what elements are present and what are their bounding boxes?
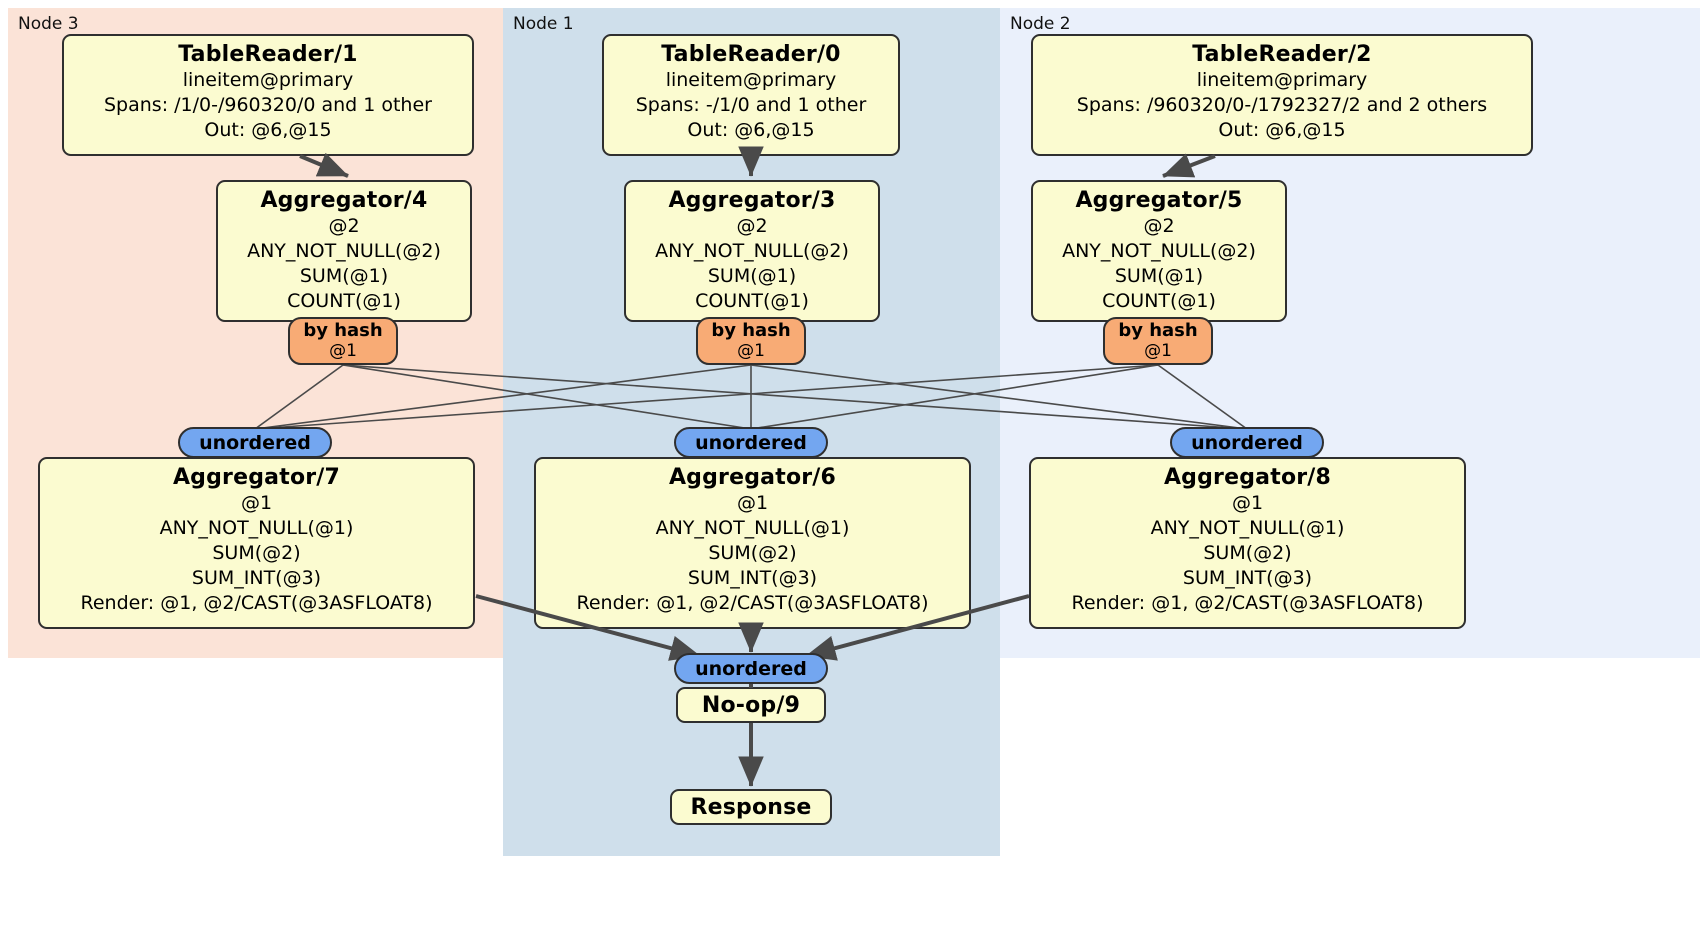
processor-title: Aggregator/3 (668, 188, 836, 213)
processor-detail-line: ANY_NOT_NULL(@2) (655, 240, 849, 263)
processor-detail-line: SUM(@1) (299, 265, 389, 288)
synchronizer-label: unordered (199, 432, 311, 454)
hash-router-hash3[interactable]: by hash@1 (696, 317, 806, 365)
processor-detail-line: ANY_NOT_NULL(@2) (247, 240, 441, 263)
processor-detail-line: Out: @6,@15 (204, 119, 332, 142)
node-label: Node 3 (18, 14, 79, 34)
processor-title: Aggregator/6 (668, 465, 837, 490)
processor-detail-line: SUM(@1) (707, 265, 797, 288)
synchronizer-sync8[interactable]: unordered (1170, 427, 1324, 458)
hash-router-hash5[interactable]: by hash@1 (1103, 317, 1213, 365)
processor-title: No-op/9 (701, 693, 801, 718)
processor-detail-line: Render: @1, @2/CAST(@3ASFLOAT8) (1071, 592, 1424, 615)
processor-detail-line: SUM(@2) (1203, 542, 1292, 565)
router-sublabel: @1 (1144, 340, 1172, 361)
processor-detail-line: lineitem@primary (665, 68, 837, 91)
processor-detail-line: COUNT(@1) (287, 290, 401, 313)
router-label: by hash (711, 320, 791, 341)
processor-box-noop9[interactable]: No-op/9 (676, 687, 826, 723)
processor-detail-line: ANY_NOT_NULL(@1) (655, 517, 850, 540)
hash-router-hash4[interactable]: by hash@1 (288, 317, 398, 365)
processor-detail-line: lineitem@primary (1196, 68, 1368, 91)
processor-title: Aggregator/5 (1075, 188, 1243, 213)
synchronizer-sync7[interactable]: unordered (178, 427, 332, 458)
processor-box-response[interactable]: Response (670, 789, 832, 825)
processor-detail-line: SUM(@2) (212, 542, 301, 565)
processor-detail-line: SUM(@1) (1114, 265, 1204, 288)
processor-detail-line: @2 (1143, 214, 1175, 237)
processor-detail-line: Spans: /1/0-/960320/0 and 1 other (104, 94, 432, 117)
processor-title: Response (690, 795, 812, 820)
processor-detail-line: Out: @6,@15 (687, 119, 815, 142)
processor-title: Aggregator/7 (172, 465, 341, 490)
processor-detail-line: Render: @1, @2/CAST(@3ASFLOAT8) (80, 592, 433, 615)
node-label: Node 1 (513, 14, 574, 34)
synchronizer-sync9[interactable]: unordered (674, 653, 828, 684)
processor-detail-line: ANY_NOT_NULL(@1) (159, 517, 354, 540)
processor-detail-line: COUNT(@1) (1102, 290, 1216, 313)
processor-title: TableReader/2 (1192, 42, 1372, 67)
processor-detail-line: COUNT(@1) (695, 290, 809, 313)
processor-title: Aggregator/4 (260, 188, 428, 213)
synchronizer-label: unordered (1191, 432, 1303, 454)
processor-detail-line: @1 (240, 491, 273, 514)
processor-title: TableReader/1 (178, 42, 358, 67)
processor-detail-line: @2 (328, 214, 360, 237)
processor-detail-line: ANY_NOT_NULL(@1) (1150, 517, 1345, 540)
synchronizer-label: unordered (695, 658, 807, 680)
processor-detail-line: Spans: /960320/0-/1792327/2 and 2 others (1076, 94, 1488, 117)
synchronizer-label: unordered (695, 432, 807, 454)
processor-title: TableReader/0 (661, 42, 841, 67)
processor-detail-line: Spans: -/1/0 and 1 other (635, 94, 867, 117)
processor-detail-line: Out: @6,@15 (1218, 119, 1346, 142)
router-label: by hash (303, 320, 383, 341)
processor-detail-line: @2 (736, 214, 768, 237)
processor-detail-line: SUM_INT(@3) (687, 567, 818, 590)
processor-title: Aggregator/8 (1163, 465, 1332, 490)
processor-detail-line: lineitem@primary (182, 68, 354, 91)
router-sublabel: @1 (329, 340, 357, 361)
synchronizer-sync6[interactable]: unordered (674, 427, 828, 458)
router-label: by hash (1118, 320, 1198, 341)
processor-detail-line: SUM_INT(@3) (191, 567, 322, 590)
processor-detail-line: Render: @1, @2/CAST(@3ASFLOAT8) (576, 592, 929, 615)
processor-detail-line: @1 (736, 491, 769, 514)
processor-detail-line: @1 (1231, 491, 1264, 514)
router-sublabel: @1 (737, 340, 765, 361)
node-label: Node 2 (1010, 14, 1071, 34)
processor-detail-line: ANY_NOT_NULL(@2) (1062, 240, 1256, 263)
processor-detail-line: SUM(@2) (708, 542, 797, 565)
processor-detail-line: SUM_INT(@3) (1182, 567, 1313, 590)
